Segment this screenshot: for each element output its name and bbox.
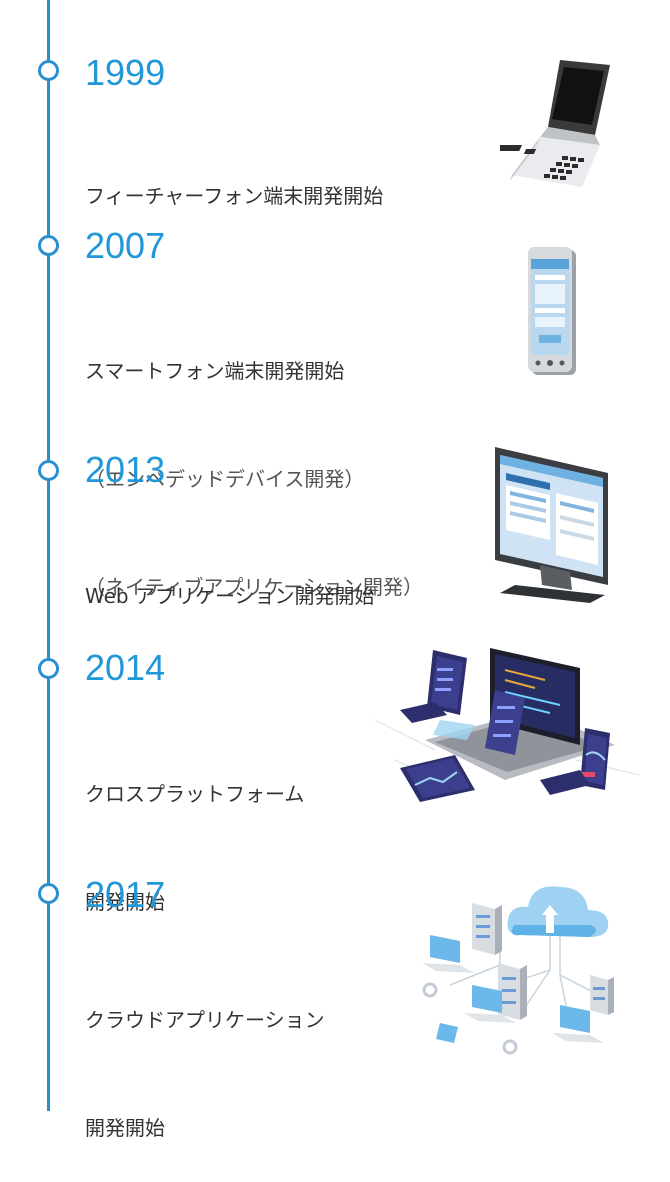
timeline-node <box>38 60 59 81</box>
timeline-node <box>38 883 59 904</box>
monitor-icon <box>495 447 608 603</box>
timeline-node <box>38 658 59 679</box>
description-line: スマートフォン端末開発開始 <box>85 359 345 383</box>
timeline-description: クロスプラットフォーム 開発開始 <box>85 704 304 956</box>
description-line: （ネイティブアプリケーション開発） <box>85 575 423 599</box>
description-line: クラウドアプリケーション <box>85 1008 325 1032</box>
timeline-year: 1999 <box>85 52 166 93</box>
timeline-year: 2007 <box>85 225 166 266</box>
timeline-year: 2014 <box>85 647 166 688</box>
description-line: クロスプラットフォーム <box>85 782 305 806</box>
multi-device-icon <box>375 648 641 802</box>
description-line: フィーチャーフォン端末開発開始 <box>85 184 384 208</box>
timeline-node <box>38 235 59 256</box>
smartphone-icon <box>528 247 576 375</box>
timeline-description: フィーチャーフォン端末開発開始 <box>85 106 383 250</box>
description-line: （エンベデッドデバイス開発） <box>85 467 365 491</box>
description-line: Web アプリケーション開発開始 <box>85 584 375 608</box>
description-line: 開発開始 <box>85 890 165 914</box>
feature-phone-icon <box>500 60 610 187</box>
timeline-description: スマートフォン端末開発開始 （エンベデッドデバイス開発） （ネイティブアプリケー… <box>85 281 423 641</box>
timeline-description: Web アプリケーション開発開始 <box>85 506 375 650</box>
timeline-line <box>47 0 50 1111</box>
timeline-node <box>38 460 59 481</box>
description-line: 開発開始 <box>85 1116 165 1140</box>
cloud-network-icon <box>422 886 614 1055</box>
timeline-description: クラウドアプリケーション 開発開始 <box>85 930 325 1182</box>
timeline-year: 2017 <box>85 874 166 915</box>
timeline-year: 2013 <box>85 449 166 490</box>
